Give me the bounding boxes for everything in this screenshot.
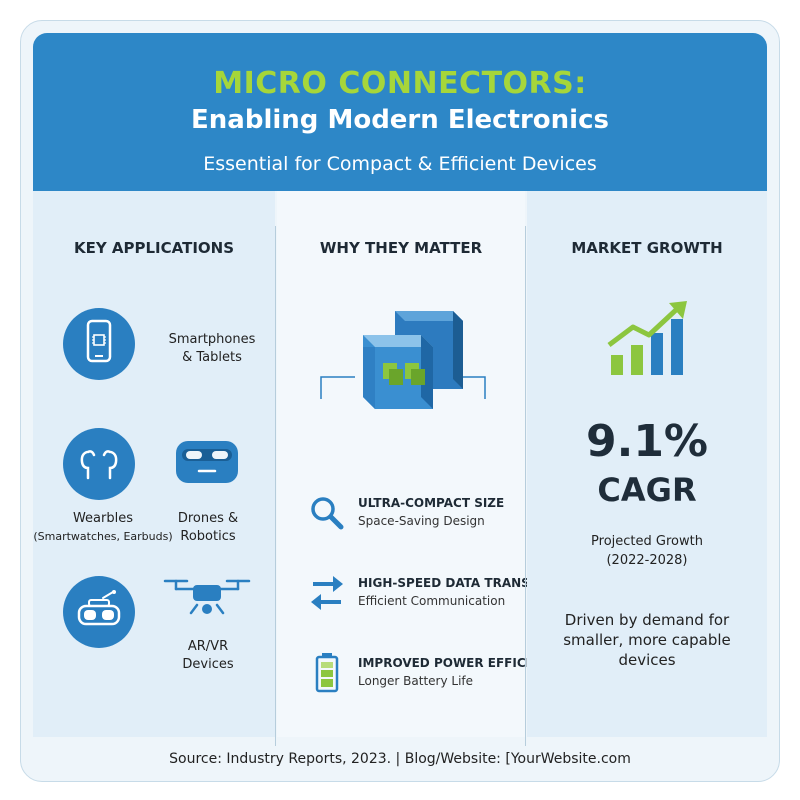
magnifier-icon [307,493,347,533]
smartphone-icon [63,308,135,380]
infographic-frame: MICRO CONNECTORS: Enabling Modern Electr… [20,20,780,782]
growth-driver-line: smaller, more capable [563,631,731,649]
header-banner: MICRO CONNECTORS: Enabling Modern Electr… [33,33,767,191]
market-growth-column: MARKET GROWTH 9.1% CAGR Projected Growth… [527,191,767,737]
column-divider [275,226,276,746]
cagr-label: CAGR [597,471,697,509]
growth-driver-line: Driven by demand for [564,611,730,629]
page-title: MICRO CONNECTORS: [213,66,587,101]
battery-icon [313,651,341,693]
why-item-title: HIGH-SPEED DATA TRANSFER [358,576,556,590]
why-item-subtitle: Efficient Communication [358,594,506,608]
cagr-value: 9.1% [585,416,709,467]
app-label-line: AR/VR [187,639,229,654]
app-label-line: Robotics [180,529,236,544]
why-they-matter-heading: WHY THEY MATTER [319,239,483,257]
footer-source: Source: Industry Reports, 2023. | Blog/W… [169,751,631,767]
app-label-line: (Smartwatches, Earbuds) [33,530,173,543]
earbuds-icon [63,428,135,500]
page-tagline: Essential for Compact & Efficient Device… [203,153,597,175]
app-label-line: Wearbles [72,511,134,526]
why-they-matter-column: WHY THEY MATTER [277,191,566,737]
app-label-line: Devices [182,657,234,672]
key-applications-column: KEY APPLICATIONS Smartphones & Tablets [33,191,275,737]
why-item-subtitle: Space-Saving Design [358,514,485,528]
market-growth-heading: MARKET GROWTH [571,239,723,257]
app-label-smartphones: Smartphones & Tablets [167,331,257,367]
projected-growth-period: (2022-2028) [606,553,688,568]
page-subtitle: Enabling Modern Electronics [191,105,609,135]
why-item-subtitle: Longer Battery Life [358,674,474,688]
earbuds-case-icon [174,439,240,485]
why-item-title: ULTRA-COMPACT SIZE [358,496,505,510]
app-label-line: & Tablets [182,350,242,365]
app-label-line: Drones & [177,511,239,526]
column-divider [525,226,526,746]
drone-icon [161,571,253,625]
app-label-arvr: AR/VR Devices [171,638,245,674]
growth-chart-icon [605,299,691,379]
app-label-drones: Drones & Robotics [171,510,245,546]
micro-connector-icon [313,291,493,461]
app-label-wearables: Wearbles (Smartwatches, Earbuds) [33,510,173,546]
transfer-arrows-icon [307,573,347,613]
growth-driver-line: devices [618,651,676,669]
key-applications-heading: KEY APPLICATIONS [73,239,235,257]
vr-headset-icon [63,576,135,648]
why-item-title: IMPROVED POWER EFFICIENCY [358,656,566,670]
app-label-line: Smartphones [168,332,256,347]
projected-growth-label: Projected Growth [591,534,703,549]
